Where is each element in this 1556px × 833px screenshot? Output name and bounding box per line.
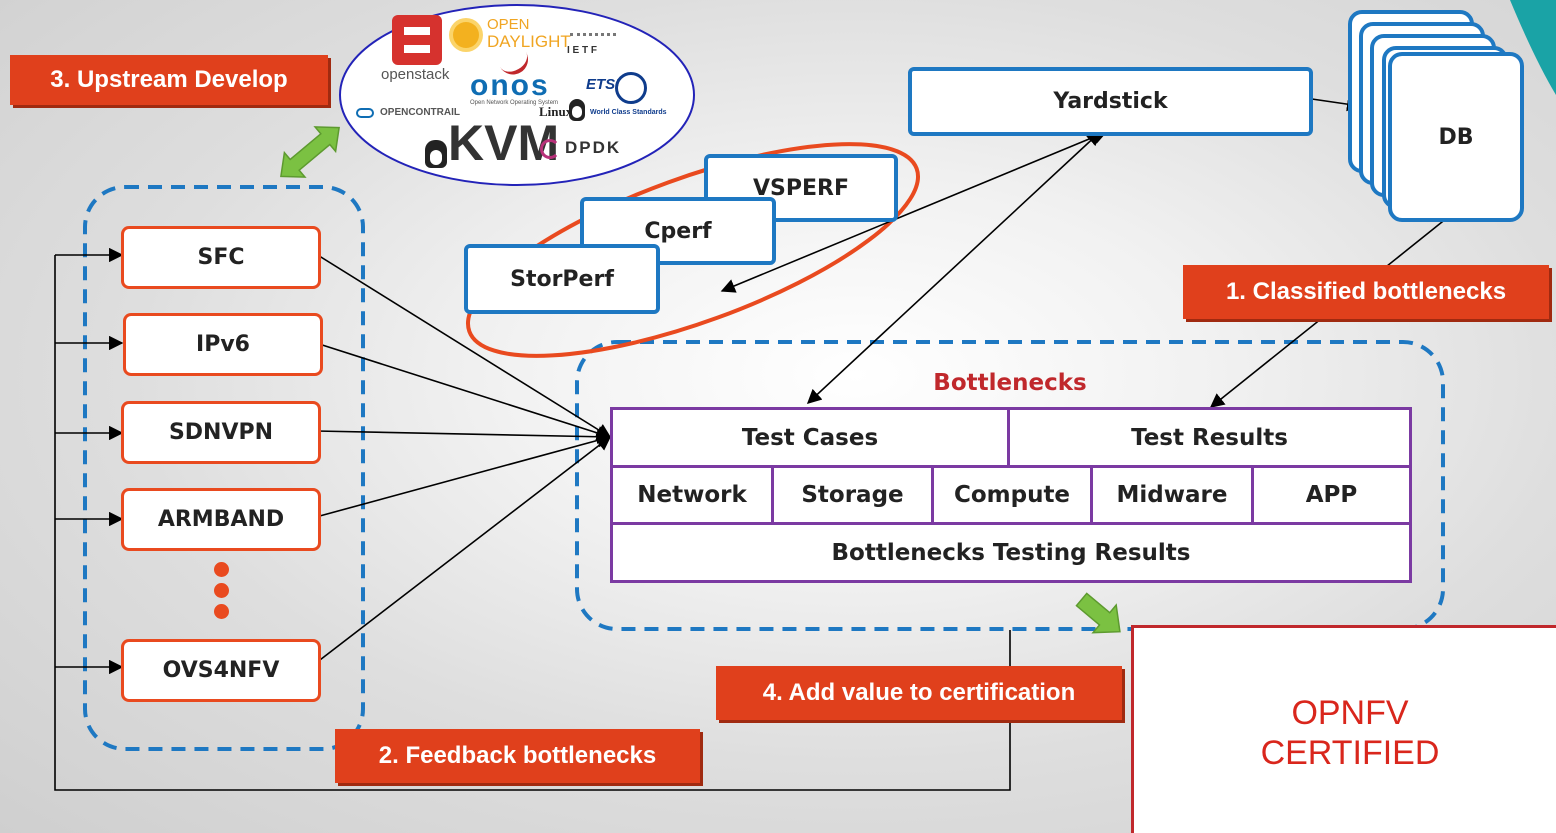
tool-storperf: StorPerf [464, 244, 660, 314]
ellipsis-dot [214, 583, 229, 598]
classified-bottlenecks-label: 1. Classified bottlenecks [1183, 265, 1549, 319]
opendaylight-logo-text-2: DAYLIGHT [487, 32, 571, 51]
test-cases-cell: Test Cases [610, 407, 1010, 468]
project-ipv6: IPv6 [123, 313, 323, 376]
certified-line-2: CERTIFIED [1260, 734, 1440, 772]
category-midware: Midware [1090, 465, 1254, 525]
project-sfc: SFC [121, 226, 321, 289]
category-app: APP [1251, 465, 1412, 525]
etsi-globe-icon [615, 72, 647, 104]
dpdk-swirl-icon [540, 139, 560, 159]
linux-penguin-icon [569, 99, 585, 121]
opencontrail-cloud-icon [356, 108, 374, 118]
opencontrail-logo-text: OPENCONTRAIL [380, 107, 460, 118]
project-armband: ARMBAND [121, 488, 321, 551]
certified-line-1: OPNFV [1291, 694, 1409, 732]
ietf-dots-icon [570, 33, 616, 41]
corner-decoration [1510, 0, 1556, 95]
project-ovs4nfv: OVS4NFV [121, 639, 321, 702]
category-compute: Compute [931, 465, 1093, 525]
category-network: Network [610, 465, 774, 525]
feedback-bottlenecks-label: 2. Feedback bottlenecks [335, 729, 700, 783]
certified-panel [1131, 625, 1556, 833]
openstack-logo-icon [392, 15, 442, 65]
ellipsis-dot [214, 562, 229, 577]
onos-logo-tagline: Open Network Operating System [470, 100, 559, 106]
category-storage: Storage [771, 465, 934, 525]
certification-arrow [1075, 592, 1121, 634]
project-sdnvpn: SDNVPN [121, 401, 321, 464]
certification-label: 4. Add value to certification [716, 666, 1122, 720]
openstack-logo-text: openstack [381, 66, 450, 83]
onos-logo-text: onos [470, 69, 550, 102]
upstream-double-arrow [280, 126, 340, 178]
upstream-develop-label: 3. Upstream Develop [10, 55, 328, 105]
test-results-cell: Test Results [1007, 407, 1412, 468]
bottlenecks-testing-results-cell: Bottlenecks Testing Results [610, 522, 1412, 583]
ietf-logo: I E T F [567, 45, 597, 56]
tool-yardstick: Yardstick [908, 67, 1313, 136]
etsi-logo-text: ETSI [586, 76, 620, 93]
linux-logo-text: Linux [539, 104, 573, 119]
db-label: DB [1438, 124, 1474, 150]
opendaylight-sun-icon [453, 22, 479, 48]
etsi-logo-tagline: World Class Standards [590, 109, 667, 116]
projects-container [83, 185, 365, 751]
ellipsis-dot [214, 604, 229, 619]
kvm-penguin-icon [425, 140, 447, 168]
db-card: DB [1388, 52, 1524, 222]
opendaylight-logo-text-1: OPEN [487, 16, 530, 33]
certified-text: OPNFV CERTIFIED [1200, 693, 1500, 773]
bottlenecks-title: Bottlenecks [933, 370, 1087, 396]
dpdk-logo-text: DPDK [565, 138, 622, 157]
